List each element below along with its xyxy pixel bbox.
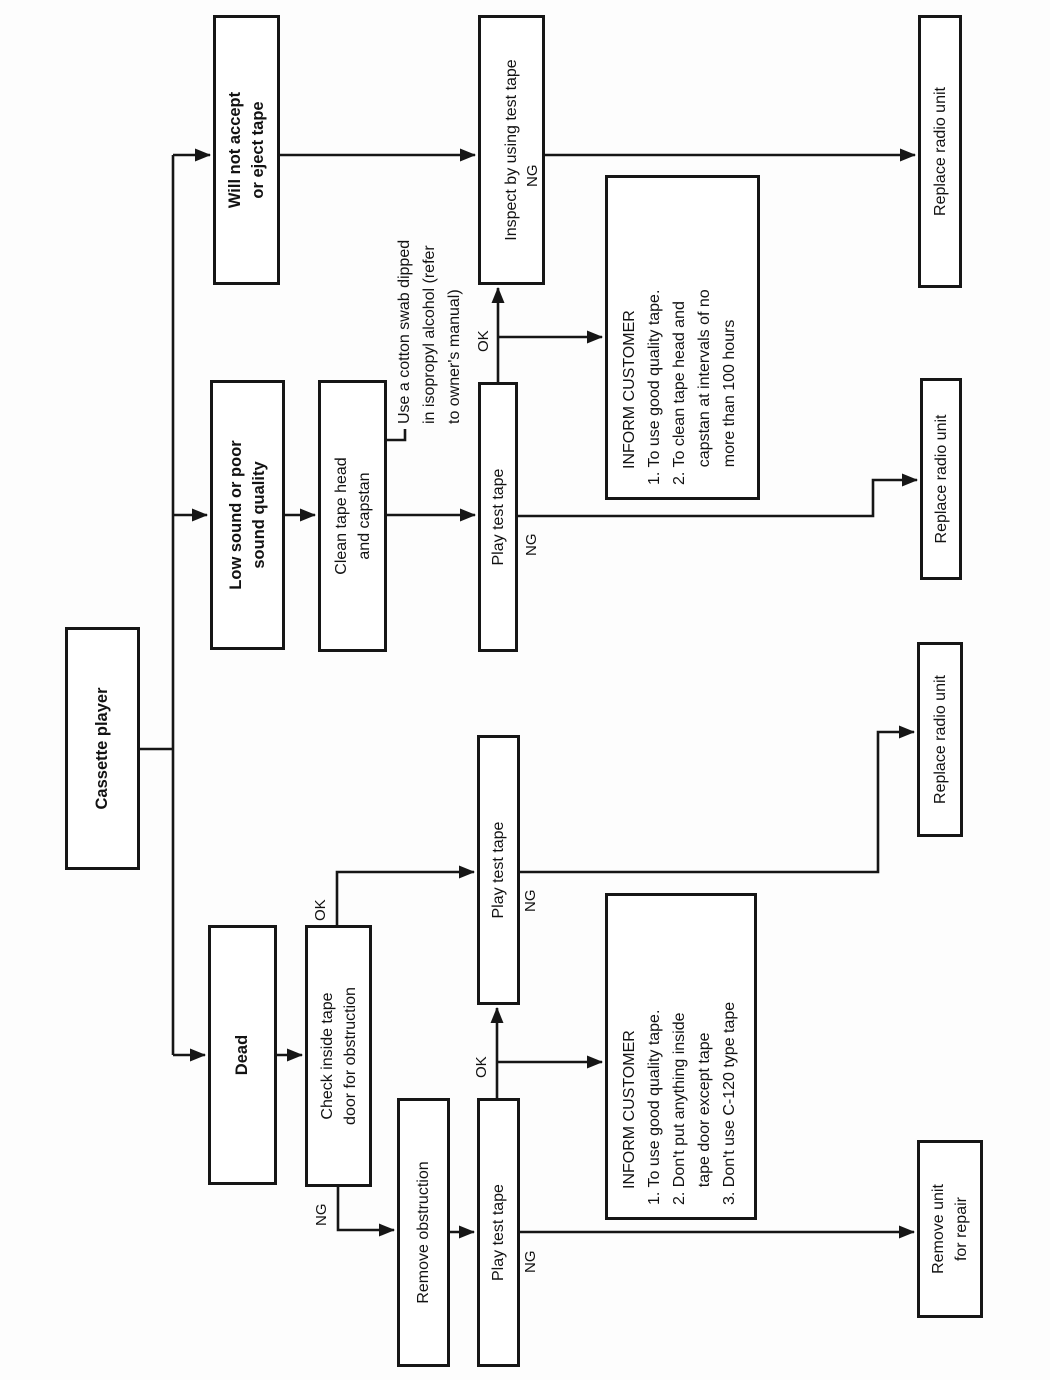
node-remove-unit-for-repair: Remove unit for repair [917, 1140, 983, 1318]
node-play-test-tape-dead-ng: Play test tape [477, 1098, 520, 1367]
edge-label-ng: NG [522, 889, 539, 913]
edge-label-ng: NG [524, 164, 541, 188]
edge-label-ng: NG [522, 1250, 539, 1274]
node-inspect-by-test-tape: Inspect by using test tape [478, 15, 545, 285]
edge-label-ng: NG [313, 1203, 330, 1227]
edge-label-ok: OK [475, 330, 492, 352]
node-play-test-tape-dead-ok: Play test tape [477, 735, 520, 1005]
edge-label-ok: OK [473, 1056, 490, 1078]
edge-label-ng: NG [523, 533, 540, 557]
node-replace-radio-unit-1: Replace radio unit [917, 642, 963, 837]
node-inform-customer-low-sound: INFORM CUSTOMER 1. To use good quality t… [605, 175, 760, 500]
edge-label-ok: OK [312, 899, 329, 921]
node-play-test-tape-low-sound: Play test tape [478, 382, 518, 652]
node-symptom-low-sound: Low sound or poor sound quality [210, 380, 285, 650]
node-symptom-will-not-accept: Will not accept or eject tape [213, 15, 280, 285]
node-replace-radio-unit-2: Replace radio unit [920, 378, 962, 580]
node-remove-obstruction: Remove obstruction [397, 1098, 450, 1367]
node-inform-customer-dead: INFORM CUSTOMER 1. To use good quality t… [605, 893, 757, 1220]
node-cassette-player: Cassette player [65, 627, 140, 870]
node-check-inside-tape-door: Check inside tape door for obstruction [305, 925, 372, 1187]
node-symptom-dead: Dead [208, 925, 277, 1185]
note-cotton-swab: Use a cotton swab dipped in isopropyl al… [396, 239, 463, 424]
node-clean-tape-head: Clean tape head and capstan [318, 380, 387, 652]
node-replace-radio-unit-3: Replace radio unit [918, 15, 962, 288]
